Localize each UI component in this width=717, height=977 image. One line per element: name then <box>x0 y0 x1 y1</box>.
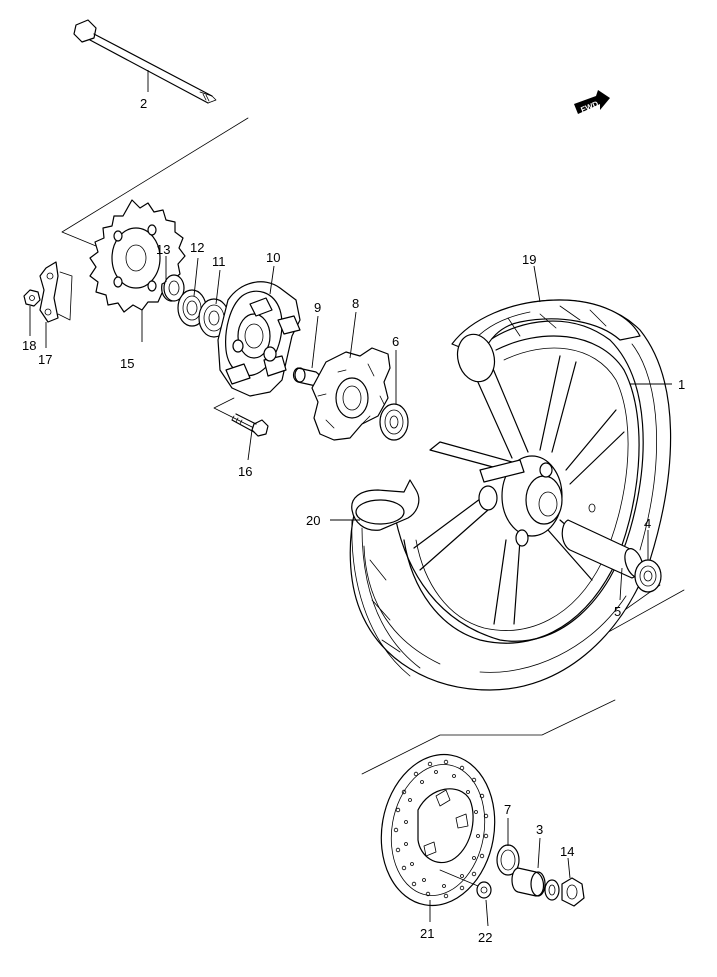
axle-bolt <box>73 19 217 104</box>
brake-disc <box>380 753 496 907</box>
callout-16: 16 <box>238 464 252 479</box>
sprocket-drum <box>217 281 301 397</box>
callout-6: 6 <box>392 334 399 349</box>
callout-19: 19 <box>522 252 536 267</box>
callout-12: 12 <box>190 240 204 255</box>
wheel-damper <box>311 347 391 441</box>
callout-18: 18 <box>22 338 36 353</box>
forward-direction-arrow-icon: FWD <box>574 90 610 115</box>
callout-2: 2 <box>140 96 147 111</box>
sprocket-spacer <box>161 274 185 302</box>
callout-11: 11 <box>212 254 226 269</box>
rear-sprocket <box>89 199 186 313</box>
callout-21: 21 <box>420 926 434 941</box>
tire-top-section <box>451 299 641 383</box>
callout-labels: 2 15 13 12 11 10 9 8 6 16 17 18 19 1 20 … <box>22 96 685 945</box>
callout-4: 4 <box>644 516 651 531</box>
disc-bolt <box>439 869 492 899</box>
callout-9: 9 <box>314 300 321 315</box>
sprocket-nut <box>23 289 41 307</box>
callout-5: 5 <box>614 604 621 619</box>
callout-leader-lines <box>29 70 672 927</box>
disc-side-collar <box>511 867 560 901</box>
callout-1: 1 <box>678 377 685 392</box>
callout-8: 8 <box>352 296 359 311</box>
callout-22: 22 <box>478 930 492 945</box>
callout-3: 3 <box>536 822 543 837</box>
callout-15: 15 <box>120 356 134 371</box>
callout-10: 10 <box>266 250 280 265</box>
bearing-hub-side <box>634 559 662 593</box>
callout-14: 14 <box>560 844 574 859</box>
callout-13: 13 <box>156 242 170 257</box>
axle-nut <box>561 877 585 907</box>
lock-washer <box>39 261 73 323</box>
callout-7: 7 <box>504 802 511 817</box>
disc-vent-holes <box>393 759 489 899</box>
bearing-damper-side <box>379 403 409 441</box>
callout-17: 17 <box>38 352 52 367</box>
callout-20: 20 <box>306 513 320 528</box>
drum-stud-bolt <box>231 413 269 437</box>
rim-band-section <box>351 479 421 677</box>
